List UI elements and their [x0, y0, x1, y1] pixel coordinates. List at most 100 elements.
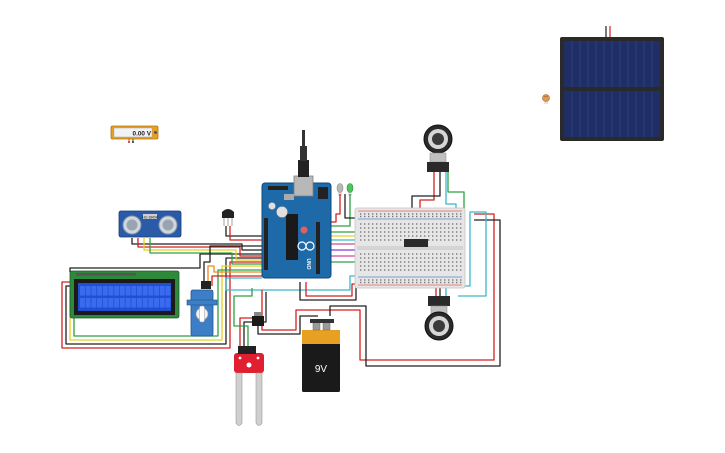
- wire[interactable]: [305, 282, 362, 297]
- breadboard-hole: [448, 231, 450, 233]
- photoresistor[interactable]: [542, 94, 550, 105]
- breadboard-hole: [444, 223, 446, 225]
- breadboard-hole: [396, 213, 398, 215]
- breadboard-hole: [392, 281, 394, 284]
- wire[interactable]: [137, 238, 262, 257]
- breadboard-hole: [436, 269, 438, 271]
- breadboard-hole: [400, 213, 402, 215]
- temperature-sensor[interactable]: [222, 209, 234, 226]
- potentiometer-bottom[interactable]: [424, 296, 454, 341]
- breadboard-hole: [432, 257, 434, 259]
- wire[interactable]: [73, 269, 262, 337]
- breadboard-hole: [400, 253, 402, 255]
- multimeter[interactable]: 0.00 V: [110, 125, 159, 143]
- wire[interactable]: [211, 275, 262, 286]
- breadboard-hole: [396, 223, 398, 225]
- soil-moisture-sensor[interactable]: [234, 346, 264, 426]
- breadboard-hole: [412, 223, 414, 225]
- breadboard-hole: [368, 223, 370, 225]
- arduino-board[interactable]: UNO: [261, 130, 332, 279]
- breadboard-hole: [384, 235, 386, 237]
- breadboard-hole: [444, 231, 446, 233]
- breadboard-hole: [420, 231, 422, 233]
- wire[interactable]: [143, 238, 262, 261]
- breadboard-hole: [364, 235, 366, 237]
- wire[interactable]: [149, 238, 262, 265]
- breadboard[interactable]: [354, 207, 466, 289]
- ultrasonic-sensor[interactable]: HC-SR04: [118, 210, 182, 238]
- servo[interactable]: [186, 281, 218, 337]
- breadboard-hole: [432, 261, 434, 263]
- breadboard-hole: [448, 265, 450, 267]
- breadboard-hole: [440, 257, 442, 259]
- breadboard-hole: [448, 215, 450, 218]
- breadboard-hole: [404, 281, 406, 284]
- wire[interactable]: [261, 213, 495, 361]
- breadboard-hole: [424, 215, 426, 218]
- breadboard-hole: [448, 227, 450, 229]
- breadboard-hole: [448, 223, 450, 225]
- solar-panel[interactable]: [560, 26, 664, 141]
- wire[interactable]: [225, 275, 360, 291]
- breadboard-hole: [432, 239, 434, 241]
- breadboard-hole: [460, 261, 462, 263]
- wire[interactable]: [329, 219, 501, 367]
- breadboard-hole: [432, 279, 434, 281]
- wire[interactable]: [239, 290, 263, 354]
- wire[interactable]: [257, 315, 318, 335]
- wire[interactable]: [419, 172, 435, 212]
- breadboard-hole: [444, 239, 446, 241]
- breadboard-hole: [440, 235, 442, 237]
- breadboard-hole: [428, 213, 430, 215]
- breadboard-hole: [424, 227, 426, 229]
- breadboard-hole: [392, 213, 394, 215]
- breadboard-hole: [400, 231, 402, 233]
- potentiometer-top[interactable]: [423, 124, 453, 172]
- wire[interactable]: [131, 238, 262, 251]
- lcd-cell: [154, 298, 159, 308]
- breadboard-hole: [384, 223, 386, 225]
- wire[interactable]: [69, 253, 262, 272]
- wire[interactable]: [344, 194, 358, 219]
- lcd-display[interactable]: [69, 270, 180, 319]
- battery[interactable]: 9V: [302, 319, 340, 392]
- breadboard-hole: [388, 239, 390, 241]
- breadboard-hole: [388, 279, 390, 281]
- wire[interactable]: [447, 172, 465, 212]
- breadboard-hole: [432, 231, 434, 233]
- breadboard-hole: [396, 239, 398, 241]
- breadboard-hole: [384, 253, 386, 255]
- breadboard-hole: [380, 253, 382, 255]
- breadboard-hole: [428, 265, 430, 267]
- wire[interactable]: [233, 288, 253, 354]
- breadboard-hole: [364, 239, 366, 241]
- wire[interactable]: [411, 172, 441, 212]
- wire[interactable]: [225, 226, 262, 237]
- breadboard-hole: [388, 235, 390, 237]
- wire[interactable]: [207, 265, 262, 286]
- breadboard-hole: [404, 279, 406, 281]
- breadboard-hole: [368, 239, 370, 241]
- breadboard-hole: [388, 223, 390, 225]
- breadboard-hole: [448, 261, 450, 263]
- ic-chip[interactable]: [404, 239, 428, 247]
- breadboard-hole: [380, 223, 382, 225]
- breadboard-hole: [408, 257, 410, 259]
- lcd-cell: [131, 286, 137, 296]
- led-red[interactable]: [336, 183, 344, 197]
- breadboard-hole: [396, 261, 398, 263]
- wire[interactable]: [229, 226, 262, 241]
- breadboard-hole: [388, 253, 390, 255]
- breadboard-hole: [400, 239, 402, 241]
- breadboard-hole: [384, 281, 386, 284]
- transistor[interactable]: [252, 312, 264, 326]
- breadboard-hole: [376, 227, 378, 229]
- wire[interactable]: [69, 265, 262, 341]
- breadboard-hole: [428, 257, 430, 259]
- breadboard-hole: [372, 215, 374, 218]
- wire[interactable]: [203, 245, 262, 286]
- lcd-pin-header: [76, 273, 136, 276]
- breadboard-hole: [440, 269, 442, 271]
- led-green[interactable]: [346, 183, 354, 197]
- wire[interactable]: [61, 261, 262, 349]
